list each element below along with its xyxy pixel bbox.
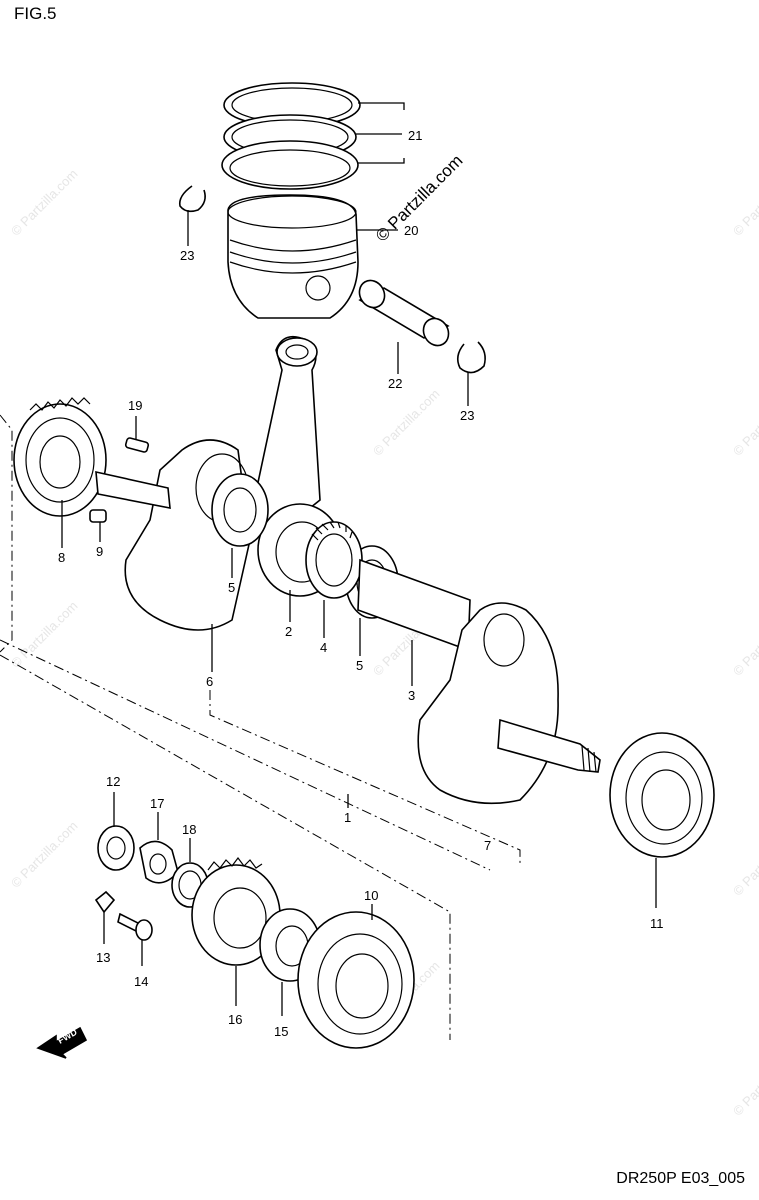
key-13	[94, 890, 116, 914]
callout-16: 16	[228, 1012, 242, 1027]
callout-18: 18	[182, 822, 196, 837]
callout-13: 13	[96, 950, 110, 965]
bolt-14	[117, 912, 153, 941]
needle-bearing	[305, 521, 363, 599]
callout-5: 5	[228, 580, 235, 595]
circlip-right	[456, 341, 486, 374]
crank-pin	[357, 558, 471, 652]
timing-gear	[13, 397, 107, 517]
callout-19: 19	[128, 398, 142, 413]
key-9	[89, 509, 107, 523]
fwd-arrow-icon: FWD	[36, 1027, 88, 1059]
nut-12	[97, 825, 135, 871]
callout-numbers: 21 20 23 22 23 19 8 9 5 2 4 5 6 3 1 7 11…	[58, 128, 664, 1039]
callout-10: 10	[364, 888, 378, 903]
leader-lines	[61, 102, 657, 1016]
callout-20: 20	[404, 223, 418, 238]
piston-pin	[358, 279, 450, 347]
circlip-left	[178, 185, 206, 213]
callout-7: 7	[484, 838, 491, 853]
key-19	[124, 437, 150, 453]
callout-14: 14	[134, 974, 148, 989]
assembly-outline	[0, 414, 521, 1040]
callout-5: 5	[356, 658, 363, 673]
callout-17: 17	[150, 796, 164, 811]
piston	[227, 194, 359, 319]
callout-22: 22	[388, 376, 402, 391]
main-bearing-right	[609, 732, 715, 858]
main-bearing-left	[297, 911, 415, 1049]
piston-rings	[221, 82, 361, 190]
callout-3: 3	[408, 688, 415, 703]
thrust-washer-left	[211, 473, 269, 547]
callout-23: 23	[460, 408, 474, 423]
drawing-code: DR250P E03_005	[616, 1170, 745, 1187]
crank-web-right	[417, 602, 601, 805]
callout-1: 1	[344, 810, 351, 825]
callout-2: 2	[285, 624, 292, 639]
callout-23: 23	[180, 248, 194, 263]
callout-4: 4	[320, 640, 327, 655]
figure-title: FIG.5	[14, 4, 57, 23]
callout-8: 8	[58, 550, 65, 565]
callout-15: 15	[274, 1024, 288, 1039]
callout-21: 21	[408, 128, 422, 143]
callout-6: 6	[206, 674, 213, 689]
callout-11: 11	[650, 916, 664, 931]
washer-17	[139, 840, 179, 884]
callout-9: 9	[96, 544, 103, 559]
callout-12: 12	[106, 774, 120, 789]
